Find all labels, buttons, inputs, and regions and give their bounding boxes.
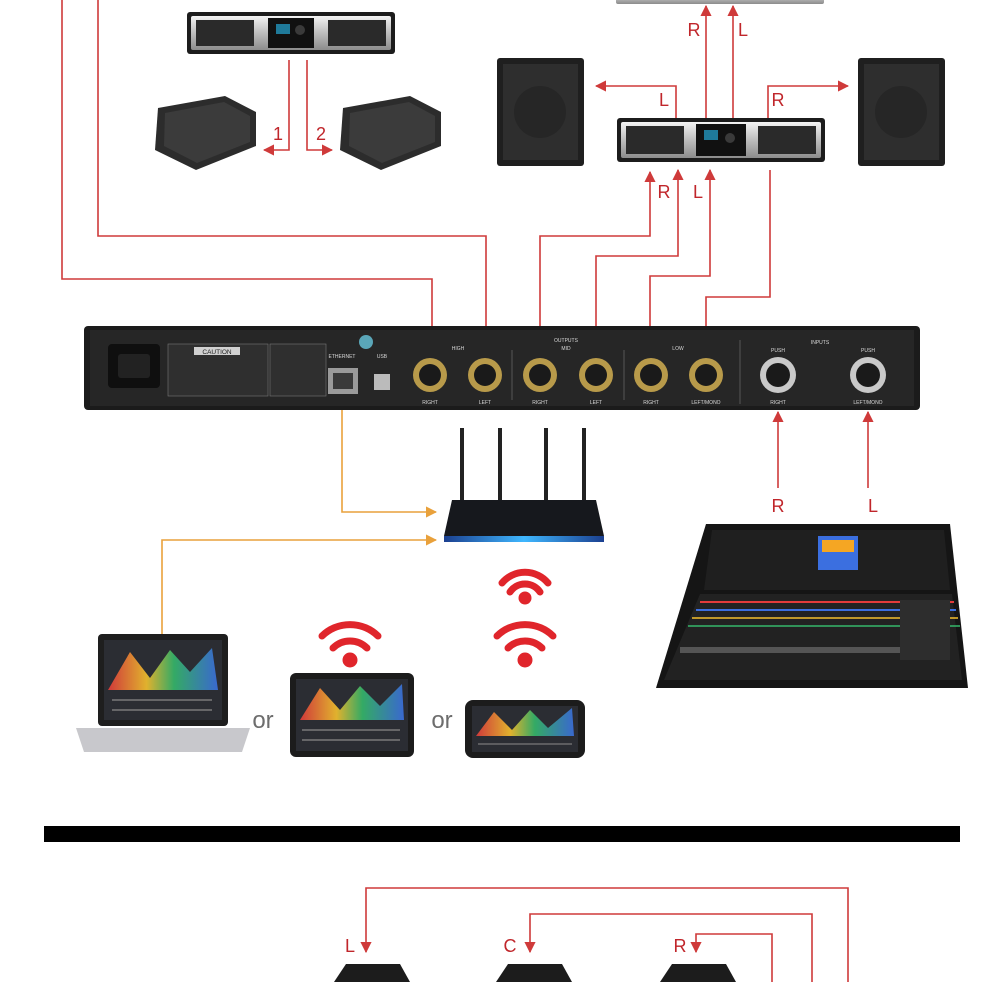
out-label-2: LEFT bbox=[479, 400, 491, 406]
xlr-output-low-right bbox=[634, 358, 668, 392]
label-monitor-1: 1 bbox=[273, 124, 283, 144]
out-label-5: RIGHT bbox=[643, 400, 659, 406]
network-wires bbox=[161, 402, 438, 634]
wifi-icon bbox=[498, 568, 552, 605]
laptop-icon bbox=[76, 634, 250, 752]
label-input-l: L bbox=[868, 496, 878, 516]
push-label-2: PUSH bbox=[861, 348, 875, 354]
caution-title: CAUTION bbox=[202, 349, 232, 356]
wifi-icon bbox=[493, 621, 557, 668]
line-array-speaker-icon bbox=[660, 964, 736, 982]
label-monitor-2: 2 bbox=[316, 124, 326, 144]
label-input-r: R bbox=[772, 496, 785, 516]
xlr-output-mid-right bbox=[523, 358, 557, 392]
label-sub-left: L bbox=[659, 90, 669, 110]
label-amp-in-r: R bbox=[658, 182, 671, 202]
in-label-1: RIGHT bbox=[770, 400, 786, 406]
bottom-signal-wires bbox=[360, 887, 849, 982]
router-icon bbox=[444, 428, 604, 542]
label-bottom-c: C bbox=[504, 936, 517, 956]
line-array-speaker-icon bbox=[334, 964, 410, 982]
dsp-processor-icon: CAUTION ETHERNET USB OUTPUTS HIGH MID LO… bbox=[84, 326, 920, 410]
wifi-icon bbox=[318, 621, 382, 668]
outputs-label: OUTPUTS bbox=[554, 338, 579, 344]
out-label-3: RIGHT bbox=[532, 400, 548, 406]
amplifier-icon bbox=[187, 12, 395, 54]
floor-monitor-icon bbox=[155, 96, 256, 170]
out-label-1: RIGHT bbox=[422, 400, 438, 406]
subwoofer-icon bbox=[858, 58, 945, 166]
xlr-input-left bbox=[850, 357, 886, 393]
or-label-1: or bbox=[252, 707, 273, 734]
in-label-2: LEFT/MONO bbox=[853, 400, 882, 406]
ethernet-label: ETHERNET bbox=[329, 354, 356, 360]
label-amp-in-l: L bbox=[693, 182, 703, 202]
out-label-4: LEFT bbox=[590, 400, 602, 406]
mixing-console-icon bbox=[656, 524, 968, 688]
label-bottom-l: L bbox=[345, 936, 355, 956]
low-label: LOW bbox=[672, 346, 684, 352]
high-label: HIGH bbox=[452, 346, 465, 352]
amplifier-icon bbox=[616, 0, 824, 4]
label-top-amp-in-l: L bbox=[738, 20, 748, 40]
mid-label: MID bbox=[561, 346, 571, 352]
xlr-output-high-right bbox=[413, 358, 447, 392]
floor-monitor-icon bbox=[340, 96, 441, 170]
channel-labels: R L L R R L 1 2 R L L C R bbox=[273, 20, 878, 956]
subwoofer-icon bbox=[497, 58, 584, 166]
amplifier-icon bbox=[617, 118, 825, 162]
label-sub-right: R bbox=[772, 90, 785, 110]
xlr-input-right bbox=[760, 357, 796, 393]
label-top-amp-in-r: R bbox=[688, 20, 701, 40]
inputs-label: INPUTS bbox=[811, 340, 830, 346]
usb-label: USB bbox=[377, 354, 388, 360]
label-bottom-r: R bbox=[674, 936, 687, 956]
xlr-output-high-left bbox=[468, 358, 502, 392]
section-divider bbox=[44, 826, 960, 842]
tablet-icon bbox=[290, 673, 414, 757]
or-label-2: or bbox=[431, 707, 452, 734]
line-array-speaker-icon bbox=[496, 964, 572, 982]
push-label-1: PUSH bbox=[771, 348, 785, 354]
signal-wires bbox=[61, 0, 874, 488]
xlr-output-mid-left bbox=[579, 358, 613, 392]
xlr-output-low-left bbox=[689, 358, 723, 392]
phone-icon bbox=[465, 700, 585, 758]
out-label-6: LEFT/MONO bbox=[691, 400, 720, 406]
